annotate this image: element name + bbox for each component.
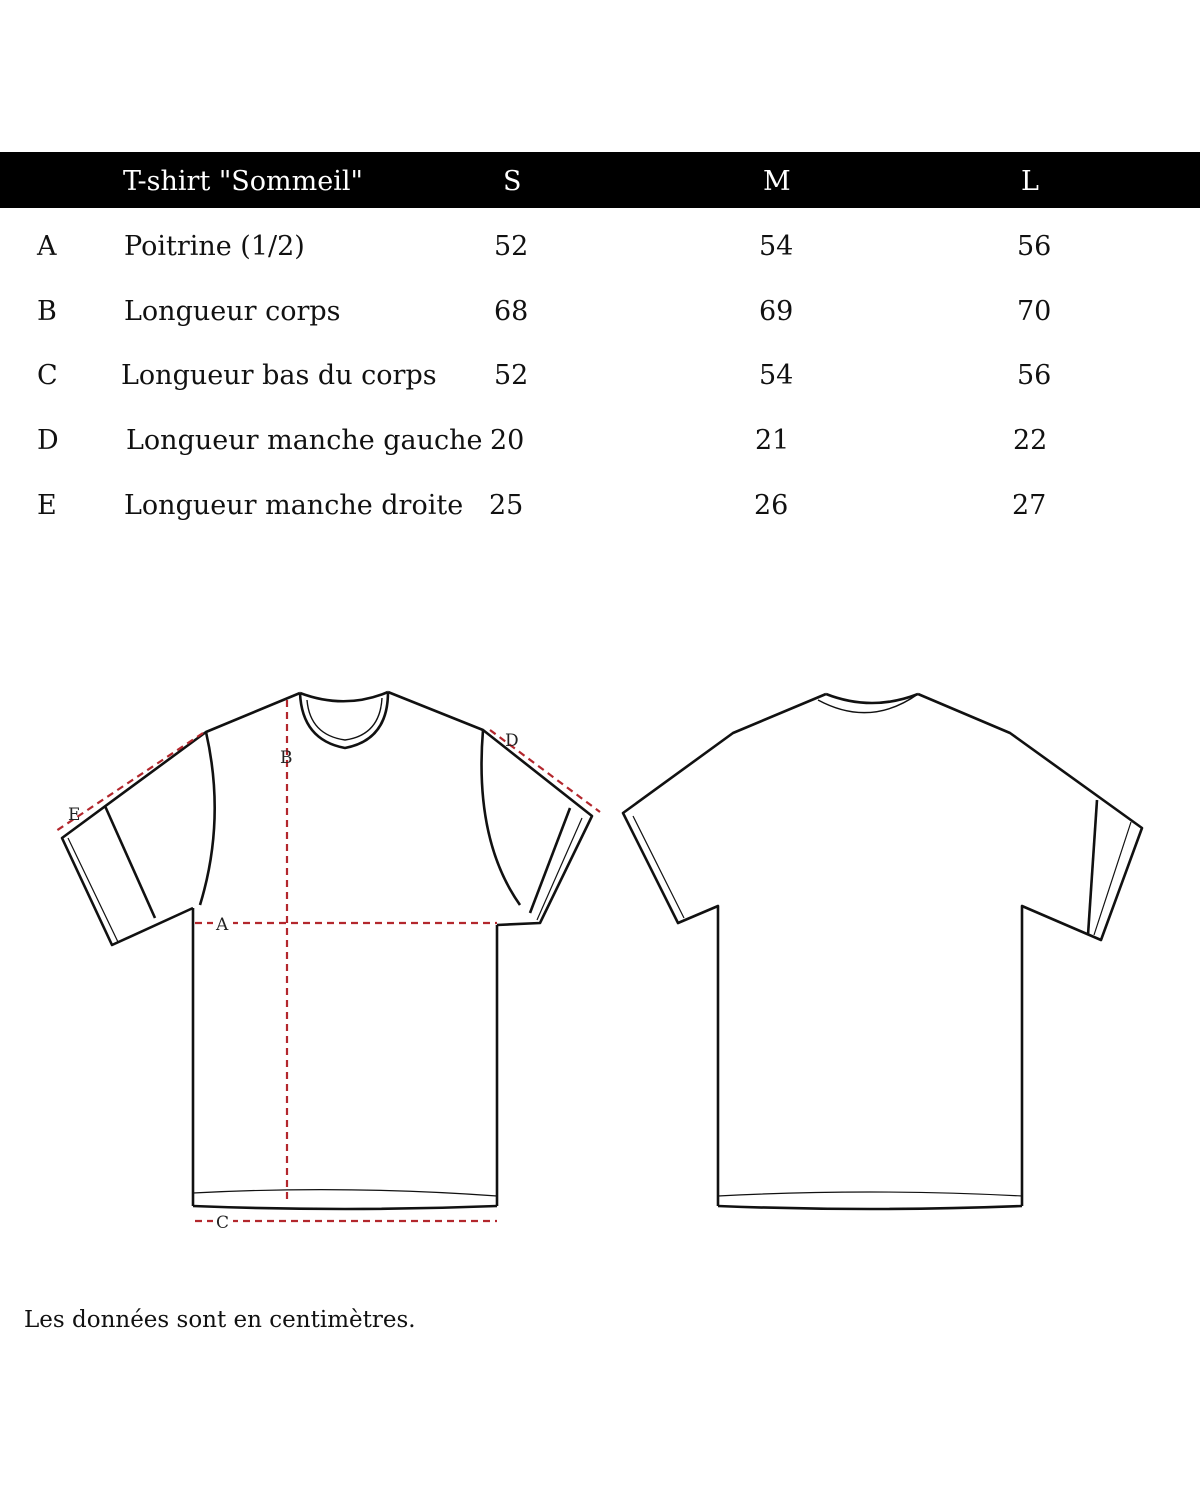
marker-c: C [216, 1213, 229, 1233]
table-header-bar: T-shirt "Sommeil" S M L [0, 152, 1200, 208]
value-m: 69 [759, 296, 794, 327]
size-header-m: M [763, 166, 791, 197]
tshirt-back-drawing [621, 692, 1144, 1211]
measure-line-d [489, 729, 601, 813]
value-m: 54 [759, 360, 794, 391]
table-row: A Poitrine (1/2) 52 54 56 [0, 231, 1200, 271]
value-l: 56 [1017, 231, 1052, 262]
row-label: Longueur manche droite [124, 490, 464, 521]
value-m: 21 [755, 425, 790, 456]
value-s: 52 [494, 231, 529, 262]
tshirt-front-drawing [60, 690, 594, 1211]
table-row: B Longueur corps 68 69 70 [0, 296, 1200, 336]
row-label: Longueur manche gauche [126, 425, 483, 456]
value-s: 68 [494, 296, 529, 327]
value-l: 22 [1013, 425, 1048, 456]
value-m: 26 [754, 490, 789, 521]
tshirt-drawings: A B C D E [55, 690, 1144, 1233]
table-row: D Longueur manche gauche 20 21 22 [0, 425, 1200, 465]
measure-labels: A B C D E [68, 731, 519, 1233]
marker-b: B [280, 748, 293, 768]
value-s: 25 [489, 490, 524, 521]
table-row: C Longueur bas du corps 52 54 56 [0, 360, 1200, 400]
value-l: 27 [1012, 490, 1047, 521]
value-l: 56 [1017, 360, 1052, 391]
product-title: T-shirt "Sommeil" [123, 166, 363, 197]
measure-lines [55, 700, 601, 1223]
row-letter: A [37, 231, 57, 262]
table-row: E Longueur manche droite 25 26 27 [0, 490, 1200, 530]
size-header-s: S [503, 166, 522, 197]
row-letter: B [37, 296, 57, 327]
value-l: 70 [1017, 296, 1052, 327]
marker-d: D [505, 731, 519, 751]
row-label: Longueur bas du corps [121, 360, 437, 391]
row-letter: E [37, 490, 57, 521]
units-footnote: Les données sont en centimètres. [24, 1307, 416, 1333]
row-label: Longueur corps [124, 296, 341, 327]
row-letter: C [37, 360, 58, 391]
marker-a: A [215, 915, 229, 935]
value-s: 20 [490, 425, 525, 456]
row-label: Poitrine (1/2) [124, 231, 305, 262]
value-m: 54 [759, 231, 794, 262]
size-header-l: L [1021, 166, 1039, 197]
measure-line-e [55, 732, 204, 832]
marker-e: E [68, 805, 80, 825]
value-s: 52 [494, 360, 529, 391]
row-letter: D [37, 425, 59, 456]
